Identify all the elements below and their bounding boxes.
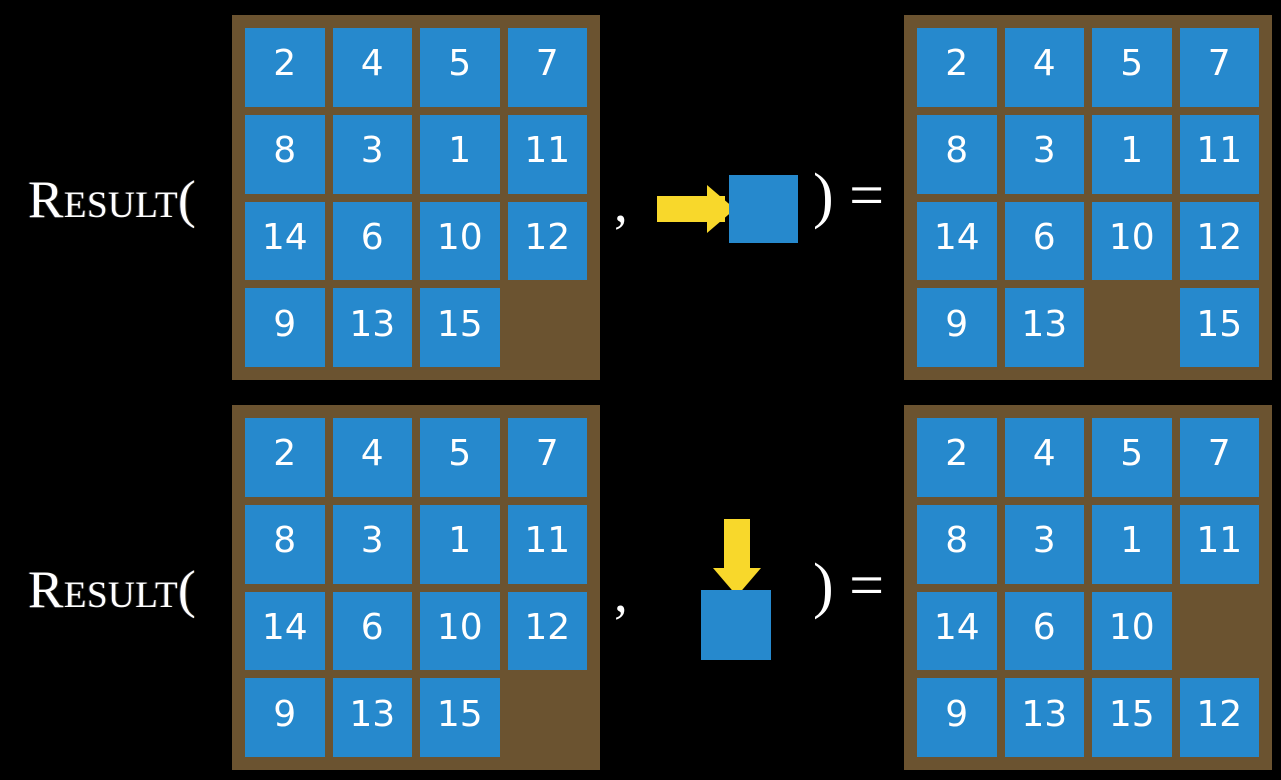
tile[interactable]: 12	[507, 201, 587, 281]
tile[interactable]: 7	[1179, 418, 1259, 497]
tile[interactable]: 5	[1092, 418, 1172, 497]
tile[interactable]: 15	[1092, 678, 1172, 757]
close-paren-equals-top: ) =	[813, 162, 885, 230]
tile[interactable]: 10	[1092, 201, 1172, 281]
puzzle-grid: 2 4 5 7 8 3 1 11 14 6 10 12 9 13 15	[245, 28, 587, 367]
tile[interactable]: 11	[1179, 114, 1259, 194]
tile[interactable]: 7	[507, 418, 587, 497]
input-board-bottom: 2 4 5 7 8 3 1 11 14 6 10 12 9 13 15	[232, 405, 600, 770]
tile[interactable]: 1	[420, 504, 500, 584]
empty-slot	[508, 288, 588, 367]
tile[interactable]: 13	[1004, 678, 1084, 757]
tile[interactable]: 11	[507, 114, 587, 194]
tile[interactable]: 14	[245, 201, 325, 281]
result-label-top: Result(	[28, 171, 197, 229]
operand-area-top: , ) =	[600, 0, 904, 390]
output-board-top: 2 4 5 7 8 3 1 11 14 6 10 12 9 13 15	[904, 15, 1272, 380]
comma-separator: ,	[614, 562, 628, 623]
tile[interactable]: 3	[1004, 504, 1084, 584]
tile[interactable]: 5	[1092, 28, 1172, 107]
equation-row-bottom: Result( 2 4 5 7 8 3 1 11 14 6 10 12 9 13…	[0, 390, 1281, 780]
tile[interactable]: 12	[1179, 201, 1259, 281]
operand-area-bottom: , ) =	[600, 390, 904, 780]
tile[interactable]: 12	[1179, 678, 1259, 757]
tile[interactable]: 8	[917, 504, 997, 584]
empty-slot	[1180, 592, 1260, 671]
input-board-top: 2 4 5 7 8 3 1 11 14 6 10 12 9 13 15	[232, 15, 600, 380]
tile[interactable]: 9	[917, 678, 997, 757]
tile[interactable]: 8	[245, 504, 325, 584]
tile[interactable]: 3	[332, 504, 412, 584]
tile[interactable]: 10	[420, 201, 500, 281]
comma-separator: ,	[614, 172, 628, 233]
puzzle-grid: 2 4 5 7 8 3 1 11 14 6 10 9 13 15 12	[917, 418, 1259, 757]
tile[interactable]: 7	[507, 28, 587, 107]
tile[interactable]: 15	[1179, 288, 1259, 367]
tile[interactable]: 14	[917, 201, 997, 281]
tile[interactable]: 4	[332, 28, 412, 107]
tile[interactable]: 6	[332, 591, 412, 671]
tile[interactable]: 1	[1092, 114, 1172, 194]
tile[interactable]: 2	[917, 418, 997, 497]
blank-tile-operand	[729, 175, 798, 243]
equation-row-top: Result( 2 4 5 7 8 3 1 11 14 6 10 12 9 13…	[28, 0, 1272, 390]
tile[interactable]: 2	[917, 28, 997, 107]
tile[interactable]: 6	[332, 201, 412, 281]
tile[interactable]: 3	[1004, 114, 1084, 194]
tile[interactable]: 2	[245, 418, 325, 497]
tile[interactable]: 11	[1179, 504, 1259, 584]
tile[interactable]: 1	[420, 114, 500, 194]
result-label-bottom: Result(	[28, 561, 197, 619]
tile[interactable]: 4	[1004, 418, 1084, 497]
tile[interactable]: 3	[332, 114, 412, 194]
tile[interactable]: 10	[1092, 591, 1172, 671]
empty-slot	[508, 678, 588, 757]
puzzle-grid: 2 4 5 7 8 3 1 11 14 6 10 12 9 13 15	[917, 28, 1259, 367]
tile[interactable]: 5	[420, 28, 500, 107]
tile[interactable]: 12	[507, 591, 587, 671]
tile[interactable]: 15	[420, 288, 500, 367]
close-paren-equals-bottom: ) =	[813, 552, 885, 620]
tile[interactable]: 15	[420, 678, 500, 757]
tile[interactable]: 6	[1004, 201, 1084, 281]
blank-tile-operand	[701, 590, 771, 660]
tile[interactable]: 7	[1179, 28, 1259, 107]
tile[interactable]: 14	[917, 591, 997, 671]
tile[interactable]: 4	[332, 418, 412, 497]
puzzle-grid: 2 4 5 7 8 3 1 11 14 6 10 12 9 13 15	[245, 418, 587, 757]
tile[interactable]: 10	[420, 591, 500, 671]
tile[interactable]: 6	[1004, 591, 1084, 671]
output-board-bottom: 2 4 5 7 8 3 1 11 14 6 10 9 13 15 12	[904, 405, 1272, 770]
tile[interactable]: 14	[245, 591, 325, 671]
tile[interactable]: 13	[1004, 288, 1084, 367]
tile[interactable]: 2	[245, 28, 325, 107]
tile[interactable]: 13	[332, 678, 412, 757]
tile[interactable]: 11	[507, 504, 587, 584]
tile[interactable]: 5	[420, 418, 500, 497]
tile[interactable]: 4	[1004, 28, 1084, 107]
tile[interactable]: 9	[245, 678, 325, 757]
tile[interactable]: 8	[917, 114, 997, 194]
tile[interactable]: 9	[245, 288, 325, 367]
tile[interactable]: 8	[245, 114, 325, 194]
tile[interactable]: 13	[332, 288, 412, 367]
tile[interactable]: 9	[917, 288, 997, 367]
tile[interactable]: 1	[1092, 504, 1172, 584]
empty-slot	[1092, 288, 1172, 367]
